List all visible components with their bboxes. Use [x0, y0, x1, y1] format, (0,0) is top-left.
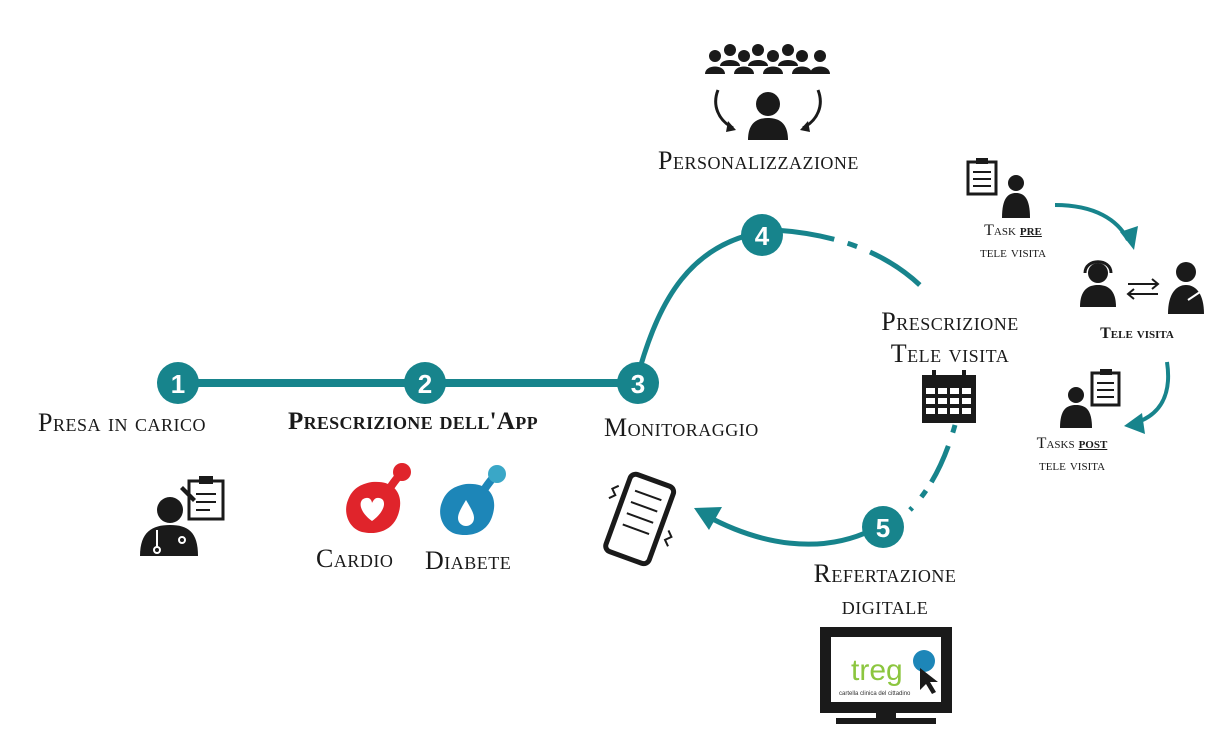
- task-pre-label: Task pre tele visita: [958, 220, 1068, 264]
- diabete-label: Diabete: [425, 546, 512, 575]
- telemedicine-icon: [1080, 260, 1204, 314]
- step-4-marker: 4: [741, 214, 783, 256]
- task-pre-suffix: tele visita: [979, 244, 1047, 261]
- smartphone-checklist-icon: [603, 471, 677, 567]
- task-post-suffix: tele visita: [1038, 457, 1106, 474]
- task-pre-emph: pre: [1019, 222, 1042, 239]
- step-2-number: 2: [418, 369, 432, 399]
- step-5-line2: digitale: [841, 591, 929, 620]
- prescription-label: Prescrizione Tele visita: [865, 306, 1035, 370]
- group-personalization-icon: [705, 44, 830, 140]
- step-4-label: Personalizzazione: [658, 146, 859, 175]
- step-5-label: Refertazione digitale: [795, 558, 975, 622]
- step-1-number: 1: [171, 369, 185, 399]
- cardio-label: Cardio: [316, 544, 394, 573]
- step-5-marker: 5: [862, 506, 904, 548]
- step-3-number: 3: [631, 369, 645, 399]
- tele-visit-text: Tele visita: [1100, 325, 1174, 342]
- step-5-number: 5: [876, 513, 890, 543]
- monitoring-arc: [637, 229, 763, 369]
- clipboard-person-icon: [966, 158, 1030, 218]
- calendar-icon: [922, 370, 976, 423]
- task-post-label: Tasks post tele visita: [1017, 433, 1127, 477]
- step-1-marker: 1: [157, 362, 199, 404]
- prescription-line1: Prescrizione: [881, 307, 1019, 336]
- treg-logo: treg: [851, 654, 903, 687]
- return-arrowhead: [694, 507, 722, 530]
- visit-to-post-arrow: [1134, 361, 1170, 425]
- pre-to-visit-arrowhead: [1120, 226, 1138, 250]
- prescription-line2: Tele visita: [890, 339, 1010, 368]
- task-post-emph: post: [1078, 435, 1108, 452]
- visit-to-post-arrowhead: [1124, 413, 1145, 434]
- tele-visit-label: Tele visita: [1082, 323, 1192, 345]
- diabete-app-icon: [440, 465, 506, 536]
- doctor-clipboard-icon: [140, 476, 225, 556]
- step-3-marker: 3: [617, 362, 659, 404]
- step-1-label: Presa in carico: [38, 408, 206, 437]
- task-pre-prefix: Task: [984, 222, 1020, 239]
- step-4-number: 4: [755, 221, 770, 251]
- personalization-arc: [774, 227, 927, 292]
- step-5-line1: Refertazione: [813, 559, 957, 588]
- step-2-marker: 2: [404, 362, 446, 404]
- return-arrow: [703, 512, 874, 547]
- cardio-app-icon: [346, 463, 411, 534]
- treg-caption: cartella clinica del cittadino: [839, 691, 911, 697]
- step-2-label: Prescrizione dell'App: [288, 408, 538, 435]
- step-3-label: Monitoraggio: [604, 413, 759, 442]
- report-arc-top: [908, 424, 958, 512]
- clipboard-person-post-icon: [1060, 369, 1121, 428]
- monitor-treg-icon: treg cartella clinica del cittadino: [820, 627, 952, 724]
- task-post-prefix: Tasks: [1036, 435, 1079, 452]
